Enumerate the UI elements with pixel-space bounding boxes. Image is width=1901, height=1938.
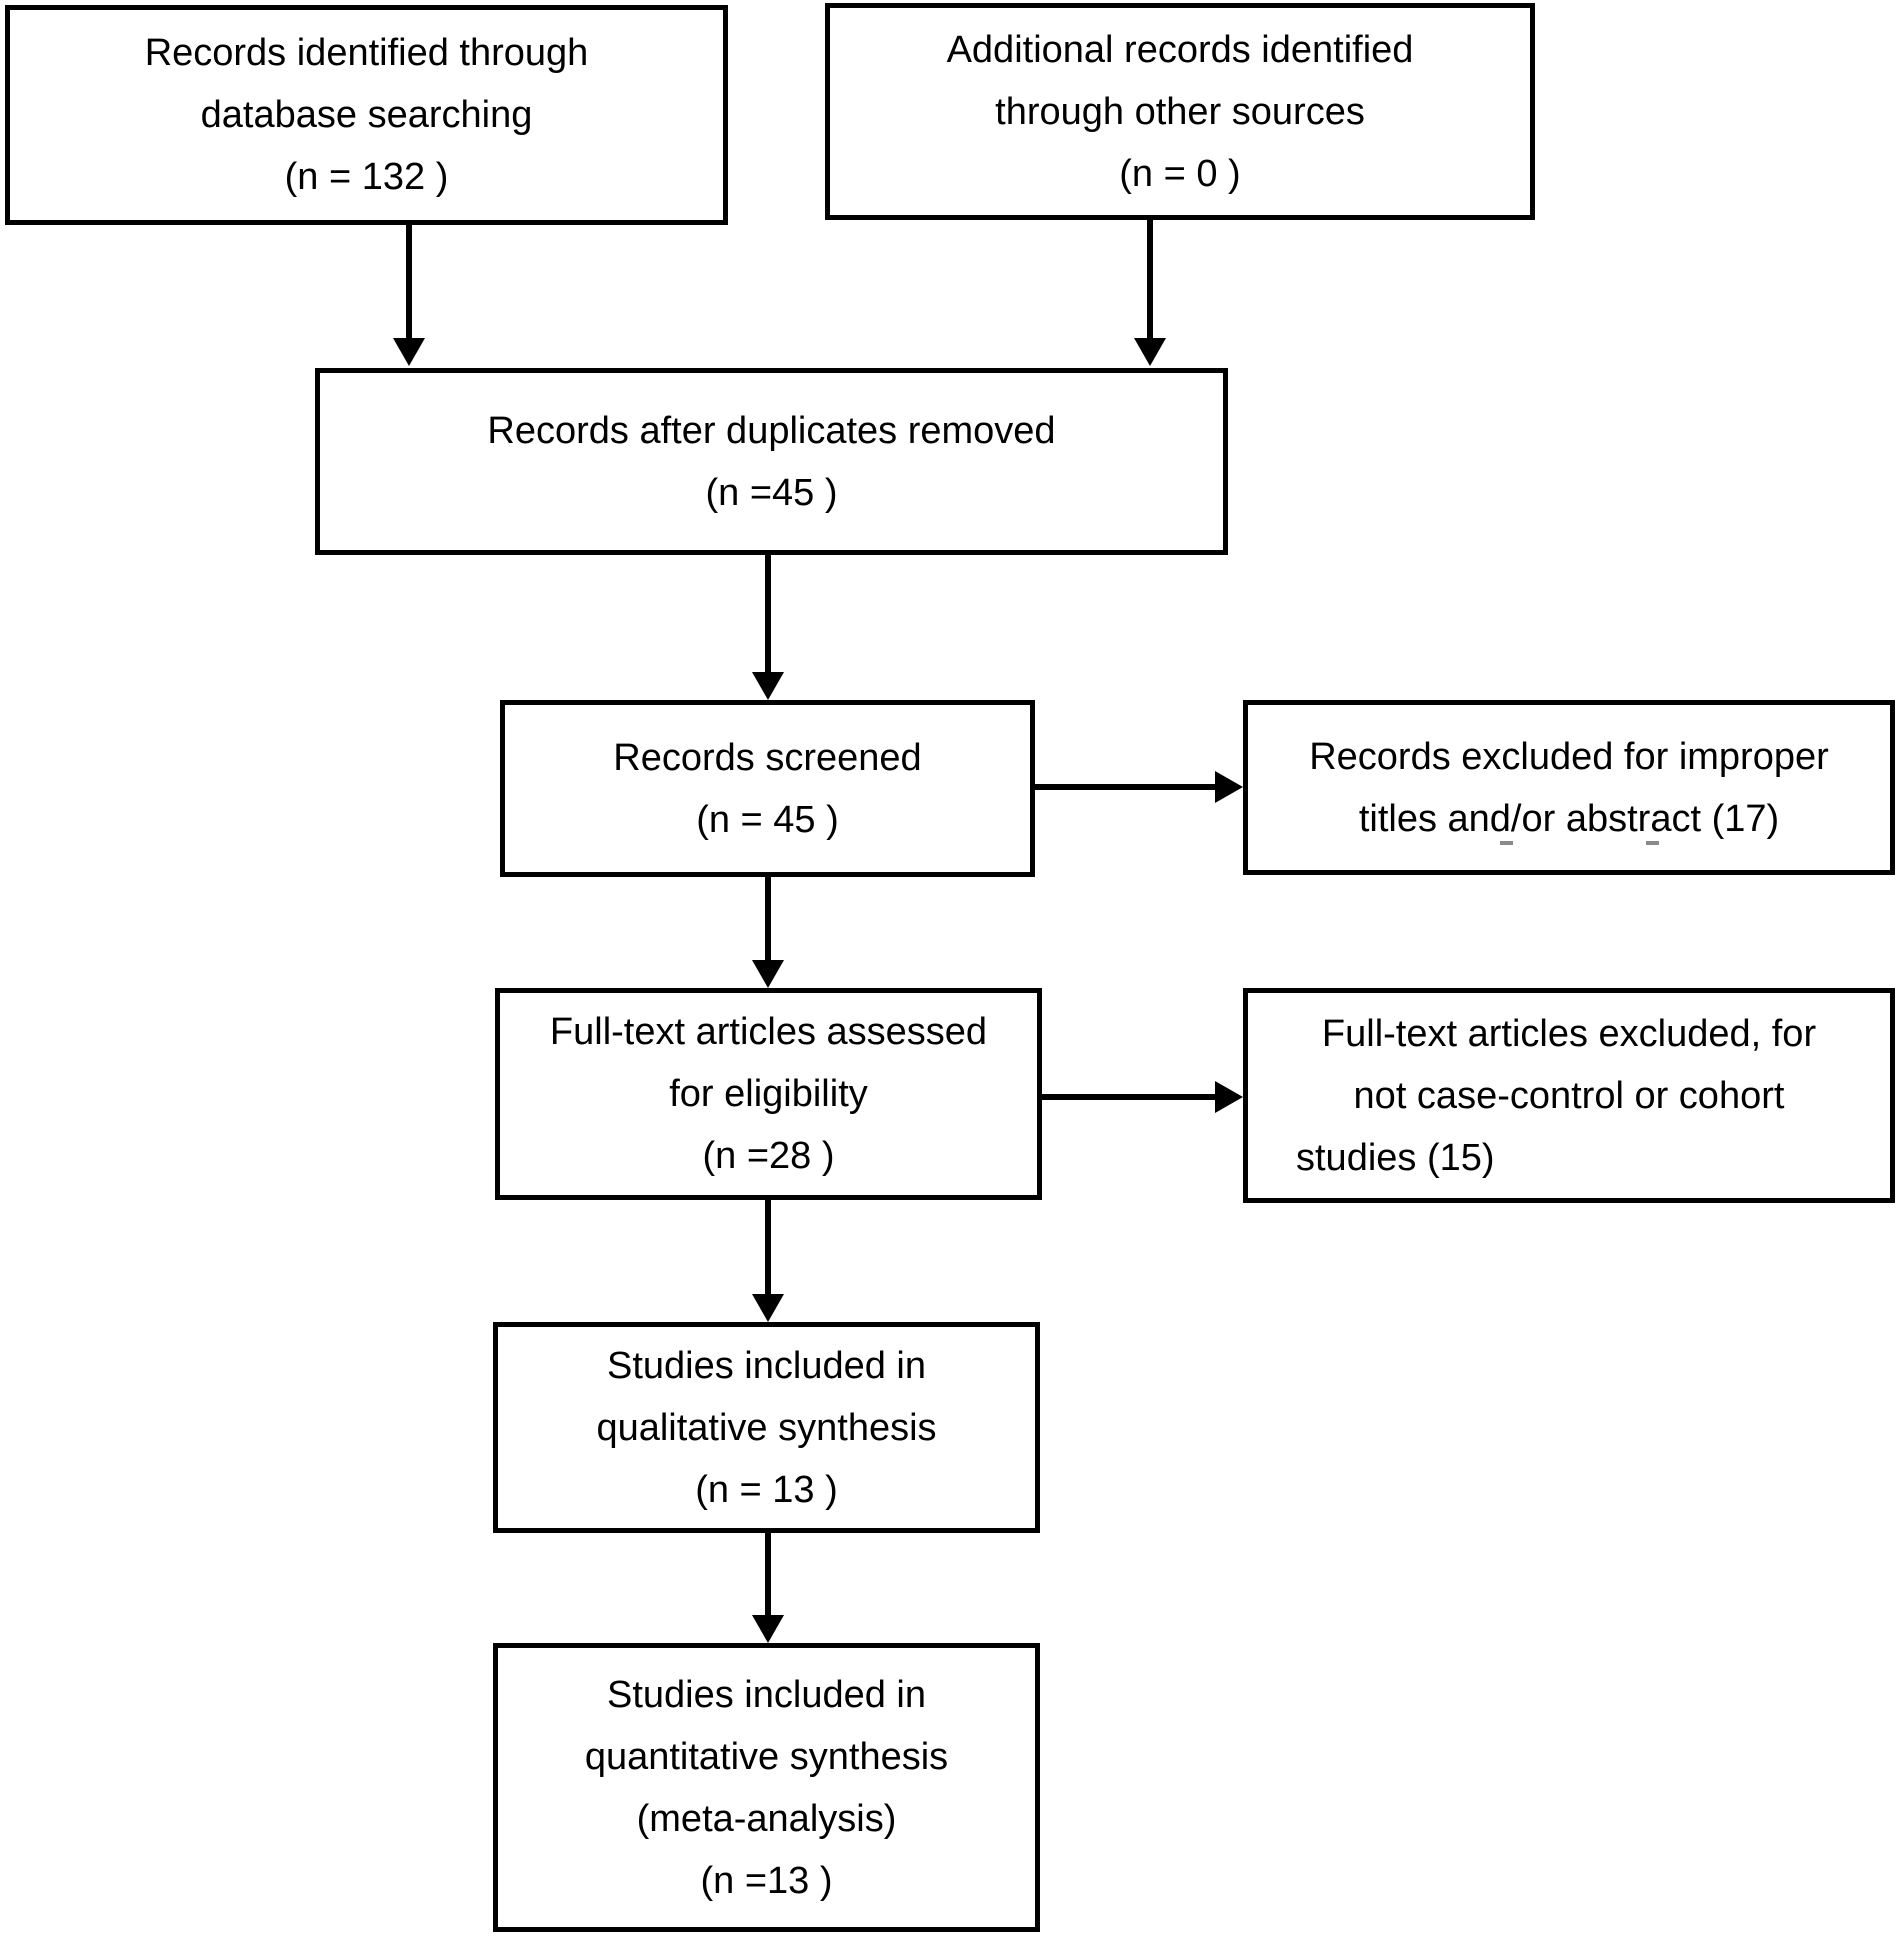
arrow-identified-other-to-dedup xyxy=(1130,220,1170,366)
box-count-line: (n = 13 ) xyxy=(695,1468,838,1511)
arrow-shaft xyxy=(1040,1094,1219,1100)
arrow-shaft xyxy=(765,1198,771,1298)
arrow-head-down-icon xyxy=(1134,338,1166,366)
box-text-line: Records identified through xyxy=(144,32,589,74)
arrow-shaft xyxy=(1033,784,1219,790)
box-text-line: Full-text articles assessed xyxy=(549,1011,988,1053)
arrow-head-down-icon xyxy=(752,1294,784,1322)
box-text-line: Studies included in xyxy=(607,1344,926,1387)
faint-artifact-mark xyxy=(1646,841,1659,845)
box-text-line: not case-control or cohort xyxy=(1353,1074,1785,1117)
faint-artifact-mark xyxy=(1500,841,1513,845)
box-count-line: (n = 0 ) xyxy=(1119,152,1241,195)
arrow-identified-db-to-dedup xyxy=(389,225,429,366)
arrow-head-down-icon xyxy=(752,1615,784,1643)
box-count-line: (n =28 ) xyxy=(702,1135,835,1177)
arrow-shaft xyxy=(765,1531,771,1619)
arrow-fulltext-to-excluded xyxy=(1040,1075,1243,1119)
box-text-line: titles and/or abstract (17) xyxy=(1358,797,1780,840)
arrow-head-down-icon xyxy=(393,338,425,366)
arrow-dedup-to-screened xyxy=(748,553,788,700)
box-count-line: (n =13 ) xyxy=(700,1859,833,1902)
box-text-line: qualitative synthesis xyxy=(596,1406,937,1449)
box-count-line: (n = 45 ) xyxy=(696,798,839,841)
arrow-screened-to-excluded xyxy=(1033,765,1243,809)
box-text-line: database searching xyxy=(200,94,533,136)
box-fulltext-excluded: Full-text articles excluded, for not cas… xyxy=(1243,988,1895,1203)
box-records-identified-database: Records identified through database sear… xyxy=(5,5,728,225)
box-text-line: (meta-analysis) xyxy=(636,1797,897,1840)
arrow-head-right-icon xyxy=(1215,1081,1243,1113)
box-text-line: Additional records identified xyxy=(946,28,1414,71)
box-records-screened: Records screened (n = 45 ) xyxy=(500,700,1035,877)
arrow-head-down-icon xyxy=(752,672,784,700)
box-text-line: Records excluded for improper xyxy=(1309,735,1829,778)
arrow-fulltext-to-qualitative xyxy=(748,1198,788,1322)
box-text-line: quantitative synthesis xyxy=(584,1735,949,1778)
arrow-shaft xyxy=(406,225,412,342)
box-quantitative-synthesis: Studies included in quantitative synthes… xyxy=(493,1643,1040,1932)
box-text-line: Studies included in xyxy=(607,1673,926,1716)
box-count-line: (n =45 ) xyxy=(705,471,838,514)
box-count-line: (n = 132 ) xyxy=(284,156,449,198)
box-fulltext-assessed: Full-text articles assessed for eligibil… xyxy=(495,988,1042,1200)
arrow-head-down-icon xyxy=(752,960,784,988)
box-qualitative-synthesis: Studies included in qualitative synthesi… xyxy=(493,1322,1040,1533)
arrow-shaft xyxy=(765,875,771,964)
box-records-after-duplicates: Records after duplicates removed (n =45 … xyxy=(315,368,1228,555)
box-text-line: Full-text articles excluded, for xyxy=(1321,1012,1817,1055)
box-records-excluded: Records excluded for improper titles and… xyxy=(1243,700,1895,875)
box-text-line: studies (15) xyxy=(1296,1136,1495,1179)
box-additional-records-other-sources: Additional records identified through ot… xyxy=(825,3,1535,220)
arrow-shaft xyxy=(765,553,771,676)
box-text-line: Records after duplicates removed xyxy=(487,409,1056,452)
arrow-screened-to-fulltext xyxy=(748,875,788,988)
box-text-line: Records screened xyxy=(613,736,922,779)
arrow-qualitative-to-quantitative xyxy=(748,1531,788,1643)
box-text-line: for eligibility xyxy=(669,1073,868,1115)
box-text-line: through other sources xyxy=(995,90,1365,133)
arrow-shaft xyxy=(1147,220,1153,342)
arrow-head-right-icon xyxy=(1215,771,1243,803)
